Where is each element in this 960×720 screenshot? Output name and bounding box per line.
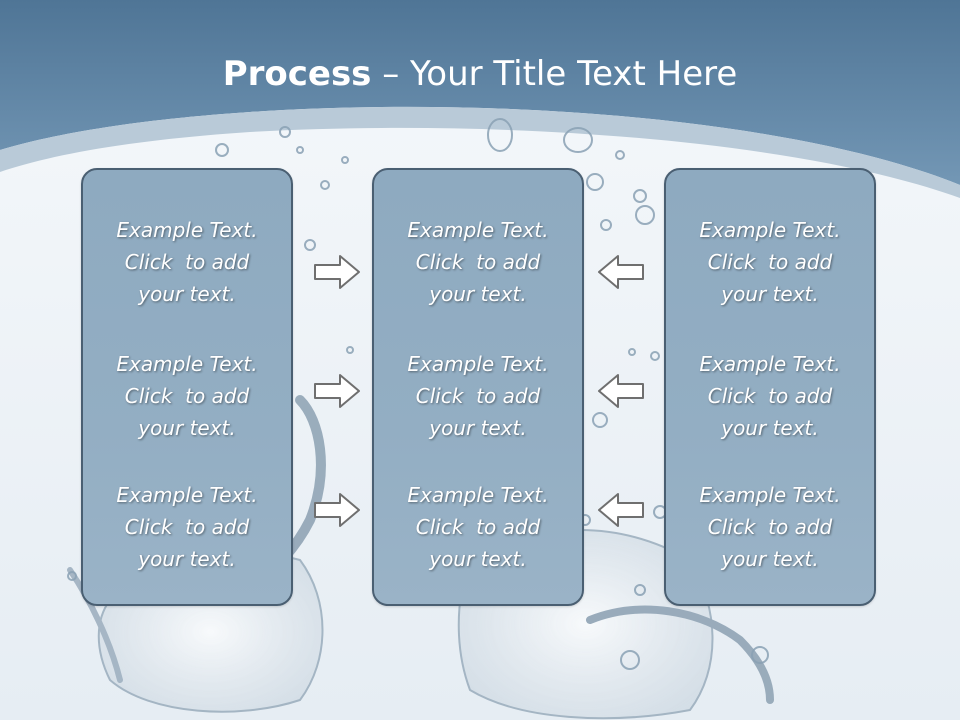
text-line: your text. xyxy=(721,416,819,440)
text-line: Example Text. xyxy=(699,218,841,242)
arrow-right-icon xyxy=(314,493,360,527)
text-block[interactable]: Example Text. Click to add your text. xyxy=(83,348,291,444)
text-line: Example Text. xyxy=(699,483,841,507)
text-line: your text. xyxy=(138,416,236,440)
text-line: Example Text. xyxy=(407,218,549,242)
text-line: your text. xyxy=(138,282,236,306)
arrow-left-icon xyxy=(598,493,644,527)
text-block[interactable]: Example Text. Click to add your text. xyxy=(83,214,291,310)
text-line: Example Text. xyxy=(407,352,549,376)
text-line: Example Text. xyxy=(116,483,258,507)
arrow-left-icon xyxy=(598,374,644,408)
text-line: your text. xyxy=(429,282,527,306)
text-line: Example Text. xyxy=(699,352,841,376)
middle-process-box[interactable]: Example Text. Click to add your text. Exam… xyxy=(372,168,584,606)
text-line: Click to add xyxy=(124,250,250,274)
slide-title: Process – Your Title Text Here xyxy=(0,52,960,96)
text-block[interactable]: Example Text. Click to add your text. xyxy=(374,348,582,444)
text-line: Example Text. xyxy=(116,352,258,376)
title-bold-part: Process xyxy=(222,54,372,94)
text-line: Click to add xyxy=(415,384,541,408)
text-line: Click to add xyxy=(707,384,833,408)
text-block[interactable]: Example Text. Click to add your text. xyxy=(374,214,582,310)
text-line: your text. xyxy=(429,547,527,571)
text-line: Click to add xyxy=(124,515,250,539)
arrow-left-icon xyxy=(598,255,644,289)
text-line: your text. xyxy=(721,547,819,571)
text-line: Click to add xyxy=(707,250,833,274)
left-process-box[interactable]: Example Text. Click to add your text. Exam… xyxy=(81,168,293,606)
text-line: Click to add xyxy=(415,515,541,539)
right-process-box[interactable]: Example Text. Click to add your text. Exam… xyxy=(664,168,876,606)
text-line: Example Text. xyxy=(116,218,258,242)
text-line: your text. xyxy=(721,282,819,306)
text-line: Click to add xyxy=(707,515,833,539)
arrow-right-icon xyxy=(314,255,360,289)
text-line: Example Text. xyxy=(407,483,549,507)
text-block[interactable]: Example Text. Click to add your text. xyxy=(666,214,874,310)
text-block[interactable]: Example Text. Click to add your text. xyxy=(666,348,874,444)
text-line: Click to add xyxy=(415,250,541,274)
text-line: your text. xyxy=(138,547,236,571)
text-block[interactable]: Example Text. Click to add your text. xyxy=(83,479,291,575)
text-line: your text. xyxy=(429,416,527,440)
text-block[interactable]: Example Text. Click to add your text. xyxy=(374,479,582,575)
title-text: – Your Title Text Here xyxy=(371,54,738,94)
text-line: Click to add xyxy=(124,384,250,408)
text-block[interactable]: Example Text. Click to add your text. xyxy=(666,479,874,575)
arrow-right-icon xyxy=(314,374,360,408)
